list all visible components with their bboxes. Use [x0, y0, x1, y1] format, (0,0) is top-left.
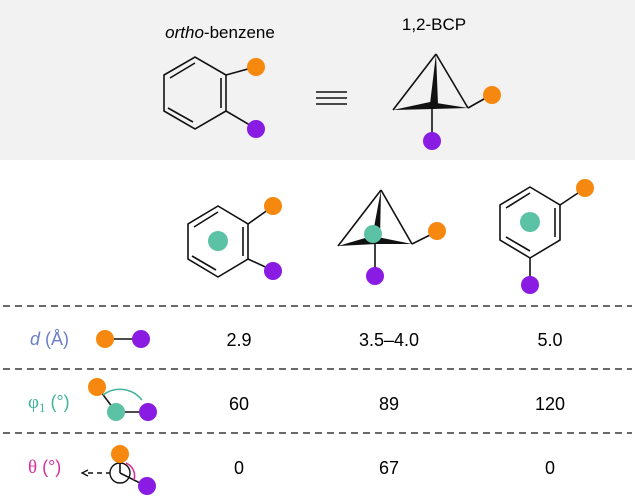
phi-value-ortho-benzene: 60 — [229, 394, 249, 414]
centroid-marker — [364, 225, 382, 243]
distance-value-ortho-benzene: 2.9 — [226, 330, 251, 350]
header-benzene-structure — [163, 56, 256, 130]
orange-substituent — [428, 222, 446, 240]
orange-substituent — [483, 86, 501, 104]
equivalence-symbol-text: ≡ — [324, 108, 325, 109]
header-bcp-structure — [392, 53, 492, 140]
distance-value-meta-benzene: 5.0 — [537, 330, 562, 350]
centroid-marker — [208, 231, 228, 251]
header-panel — [0, 0, 635, 160]
dihedral-theta-icon — [80, 445, 156, 495]
angle-phi-icon — [88, 378, 157, 421]
distance-value-bcp: 3.5–4.0 — [359, 330, 419, 350]
orange-substituent — [576, 179, 594, 197]
phi-value-meta-benzene: 120 — [535, 394, 565, 414]
distance-row-label: d (Å) — [30, 329, 69, 349]
ortho-benzene-structure — [187, 205, 273, 278]
equivalence-symbol — [316, 91, 347, 105]
orange-substituent — [247, 58, 265, 76]
purple-substituent — [521, 276, 539, 294]
theta-row-label: θ (°) — [28, 457, 61, 478]
centroid-marker — [520, 212, 540, 232]
distance-icon — [96, 330, 150, 348]
bcp-structure — [337, 189, 437, 275]
row-separators — [3, 305, 632, 434]
theta-value-ortho-benzene: 0 — [234, 458, 244, 478]
theta-value-bcp: 67 — [379, 458, 399, 478]
purple-substituent — [366, 267, 384, 285]
header-bcp-label: 1,2-BCP — [402, 15, 466, 34]
phi-row-label: φ1 (°) — [28, 392, 70, 415]
meta-benzene-structure — [499, 186, 585, 284]
purple-substituent — [247, 120, 265, 138]
phi-value-bcp: 89 — [379, 394, 399, 414]
purple-substituent — [264, 262, 282, 280]
header-ortho-benzene-label: ortho-benzene — [165, 23, 275, 42]
theta-value-meta-benzene: 0 — [545, 458, 555, 478]
purple-substituent — [423, 132, 441, 150]
orange-substituent — [264, 197, 282, 215]
